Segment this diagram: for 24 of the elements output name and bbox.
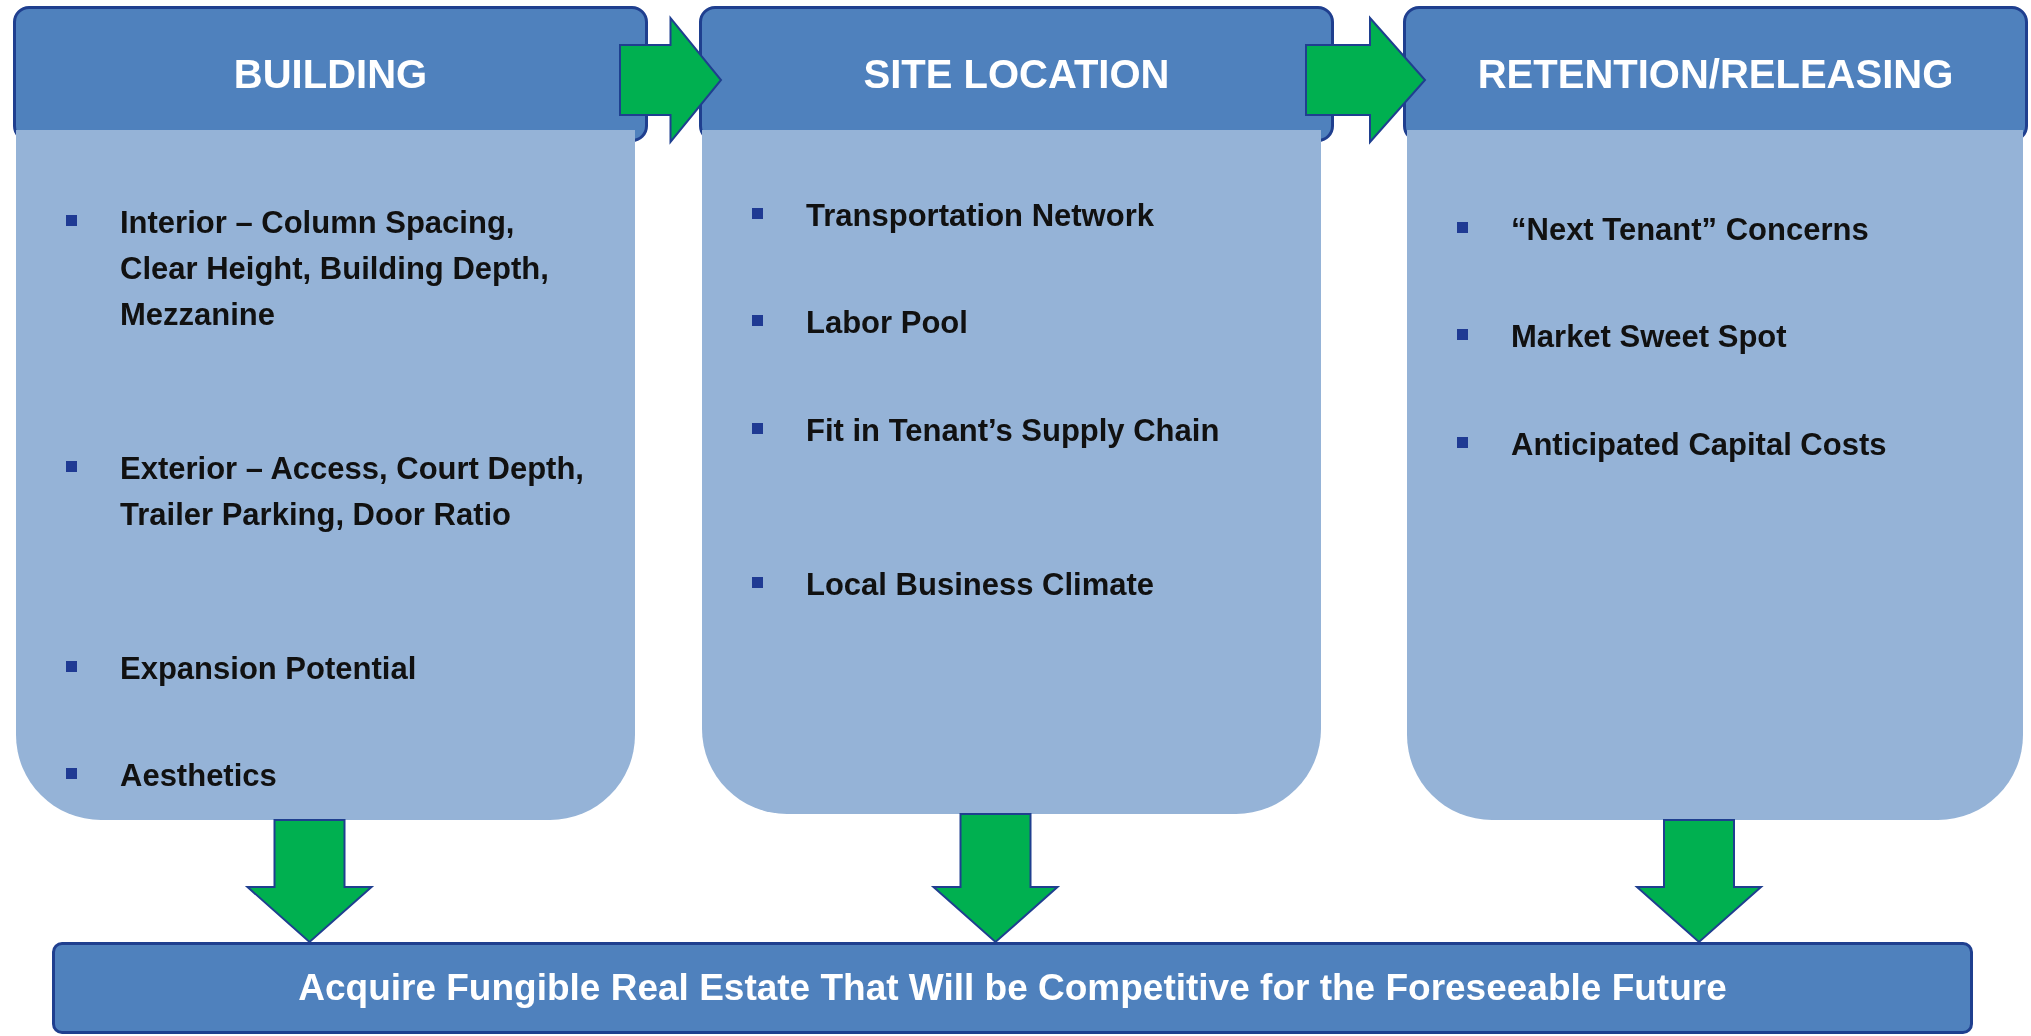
header-text: BUILDING xyxy=(233,51,428,97)
bullet-text: Fit in Tenant’s Supply Chain xyxy=(806,412,1221,450)
bullet-text: Aesthetics xyxy=(120,757,278,795)
bullet-text: Expansion Potential xyxy=(120,650,418,688)
bullet-text: Exterior – Access, Court Depth, Trailer Parking, Door Ratio xyxy=(120,450,585,534)
conclusion-bar xyxy=(52,942,1973,1034)
header-text: SITE LOCATION xyxy=(863,51,1170,97)
bullet-text: “Next Tenant” Concerns xyxy=(1511,211,1870,249)
column-panel xyxy=(1407,130,2023,820)
block-arrow xyxy=(1634,819,1764,944)
bullet-text: Labor Pool xyxy=(806,304,969,342)
bullet-text: Interior – Column Spacing, Clear Height, Building Depth, Mezzanine xyxy=(120,204,550,334)
bullet-text: Anticipated Capital Costs xyxy=(1511,426,1888,464)
block-arrow xyxy=(1305,15,1427,145)
bullet-text: Local Business Climate xyxy=(806,566,1155,604)
bullet-text: Transportation Network xyxy=(806,197,1155,235)
block-arrow xyxy=(619,15,723,145)
bullet-text: Market Sweet Spot xyxy=(1511,318,1788,356)
conclusion-text: Acquire Fungible Real Estate That Will be Competitive for the Foreseeable Future xyxy=(298,967,1727,1009)
column-panel xyxy=(702,130,1321,814)
block-arrow xyxy=(244,819,375,944)
block-arrow xyxy=(930,813,1061,944)
header-text: RETENTION/RELEASING xyxy=(1477,51,1954,97)
column-panel xyxy=(16,130,635,820)
